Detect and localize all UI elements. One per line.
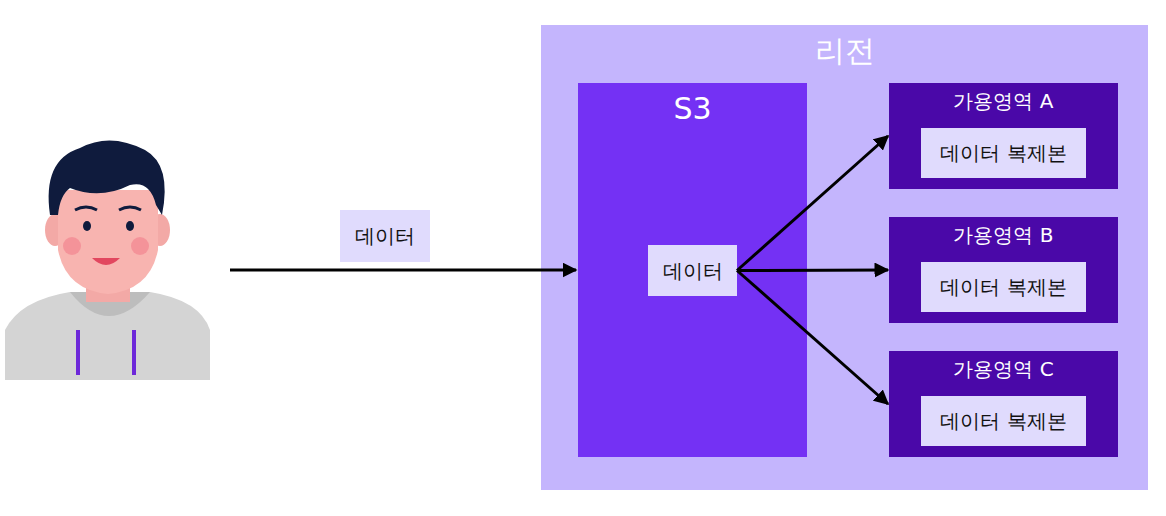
eyebrow: [119, 207, 141, 210]
box-title: 가용영역 B: [889, 217, 1118, 247]
eyebrow: [75, 207, 97, 210]
hood-collar: [70, 292, 150, 316]
ear: [150, 214, 170, 246]
replica-box: 데이터 복제본: [921, 396, 1086, 446]
data-box: 데이터: [648, 245, 737, 296]
eye: [83, 221, 91, 231]
cheek: [131, 237, 149, 255]
box-title: 가용영역 C: [889, 351, 1118, 381]
box-title: 리전: [541, 25, 1148, 69]
hoodie: [5, 292, 210, 380]
neck: [86, 262, 130, 302]
box-label: 데이터: [663, 259, 723, 283]
mouth: [92, 258, 120, 265]
upload-line: [230, 269, 576, 272]
data-tag: 데이터: [340, 210, 430, 262]
eye: [126, 221, 134, 231]
availability-zone: 가용영역 A 데이터 복제본: [889, 83, 1118, 189]
face: [58, 190, 158, 294]
box-label: 데이터 복제본: [940, 275, 1066, 299]
box-label: 데이터 복제본: [940, 141, 1066, 165]
availability-zone: 가용영역 B 데이터 복제본: [889, 217, 1118, 323]
region-box: 리전S3데이터가용영역 A데이터 복제본가용영역 B데이터 복제본가용영역 C데…: [541, 25, 1148, 490]
replica-box: 데이터 복제본: [921, 262, 1086, 312]
box-label: 데이터 복제본: [940, 409, 1066, 433]
hoodie-string: [132, 330, 136, 375]
ear: [45, 214, 65, 246]
cheek: [63, 237, 81, 255]
s3-box: S3 데이터: [578, 83, 807, 457]
hair: [49, 140, 165, 215]
availability-zone: 가용영역 C 데이터 복제본: [889, 351, 1118, 457]
box-title: 가용영역 A: [889, 83, 1118, 113]
replica-box: 데이터 복제본: [921, 128, 1086, 178]
hoodie-string: [76, 330, 80, 375]
box-title: S3: [578, 83, 807, 127]
box-label: 데이터: [355, 224, 415, 248]
